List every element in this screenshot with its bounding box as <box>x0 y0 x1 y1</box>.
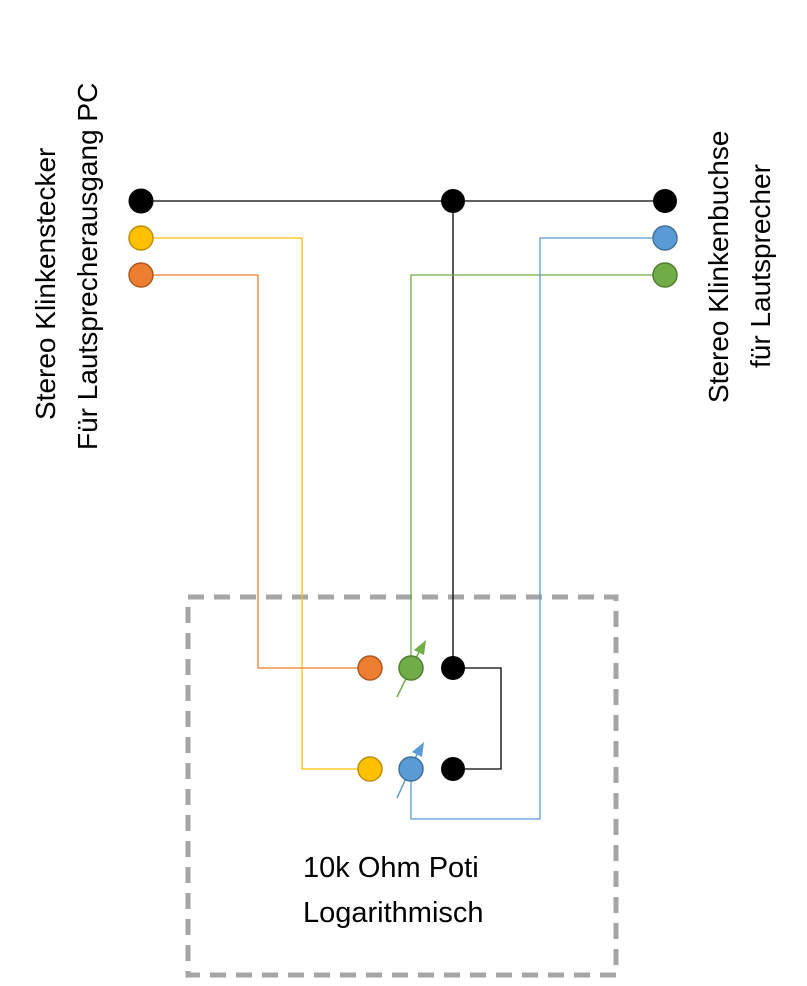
ground-junction <box>441 189 465 213</box>
jack-label-line2: für Lautsprecher <box>745 164 776 368</box>
jack-blue-pin <box>652 225 678 251</box>
jack-ground-pin <box>653 189 677 213</box>
orange-wire <box>141 274 370 669</box>
ground-wire-bridge <box>453 667 502 770</box>
plug-orange-pin <box>128 262 154 288</box>
plug-ground-pin <box>128 188 154 214</box>
jack-label-line1: Stereo Klinkenbuchse <box>703 131 734 403</box>
jack-green-pin <box>652 262 678 288</box>
green-wire <box>410 274 665 668</box>
plug-yellow-pin <box>128 225 154 251</box>
pot-green-wiper <box>398 655 424 681</box>
jack-label: Stereo Klinkenbuchse für Lautsprecher <box>703 131 776 403</box>
pot-orange-terminal <box>357 655 383 681</box>
pot-label-line1: 10k Ohm Poti <box>303 852 479 884</box>
pot-ground-terminal-top <box>441 656 465 680</box>
wires <box>141 200 665 820</box>
plug-label: Stereo Klinkenstecker Für Lautsprecherau… <box>30 83 103 450</box>
blue-wire <box>410 237 665 820</box>
pot-ground-terminal-bottom <box>441 757 465 781</box>
pot-blue-wiper <box>398 756 424 782</box>
yellow-wire <box>141 237 370 770</box>
pot-label-line2: Logarithmisch <box>303 897 484 929</box>
potentiometer-box <box>185 594 619 978</box>
plug-label-line2: Für Lautsprecherausgang PC <box>72 83 103 450</box>
plug-label-line1: Stereo Klinkenstecker <box>30 148 61 420</box>
pot-yellow-terminal <box>357 756 383 782</box>
